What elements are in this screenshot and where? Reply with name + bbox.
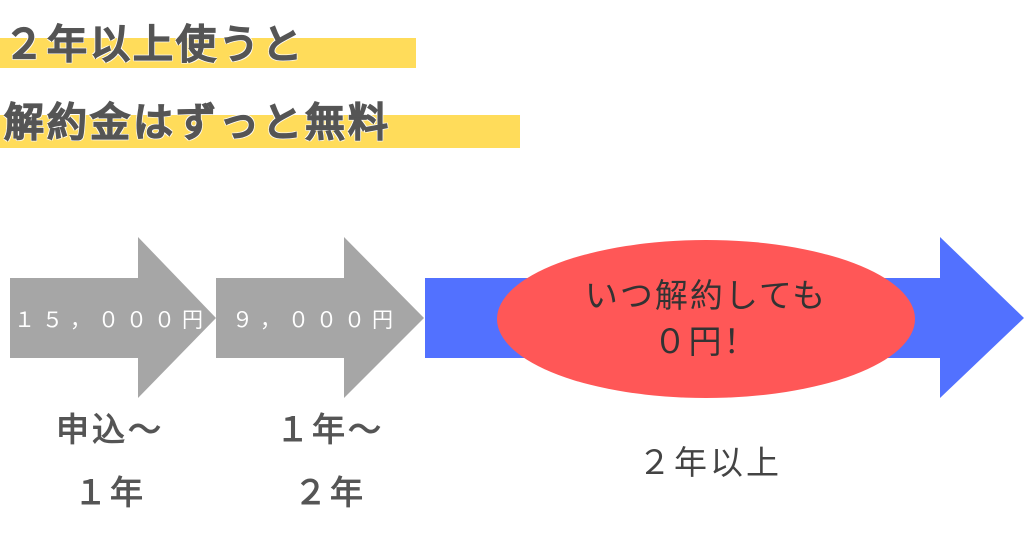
arrow-2-fee: ９，０００円 — [232, 308, 400, 332]
title-line-1: ２年以上使うと — [4, 22, 305, 69]
bubble-line-1: いつ解約しても — [584, 276, 828, 315]
title-highlight-2 — [0, 115, 520, 148]
bubble-line-2: ０円！ — [653, 322, 759, 361]
arrow-2-period-line-2: ２年 — [294, 473, 366, 512]
arrow-2-period-line-1: １年～ — [276, 410, 384, 449]
arrow-2 — [216, 237, 424, 398]
arrow-1-fee: １５，０００円 — [14, 308, 210, 332]
bubble-shape — [497, 240, 915, 398]
bubble: いつ解約しても ０円！ — [497, 240, 915, 398]
title-highlight-1 — [0, 38, 416, 68]
final-period: ２年以上 — [638, 443, 782, 482]
arrow-1-period-line-1: 申込～ — [56, 410, 164, 449]
arrow-1-period-line-2: １年 — [74, 473, 146, 512]
arrow-1 — [10, 237, 216, 398]
title-line-2: 解約金はずっと無料 — [4, 100, 391, 147]
